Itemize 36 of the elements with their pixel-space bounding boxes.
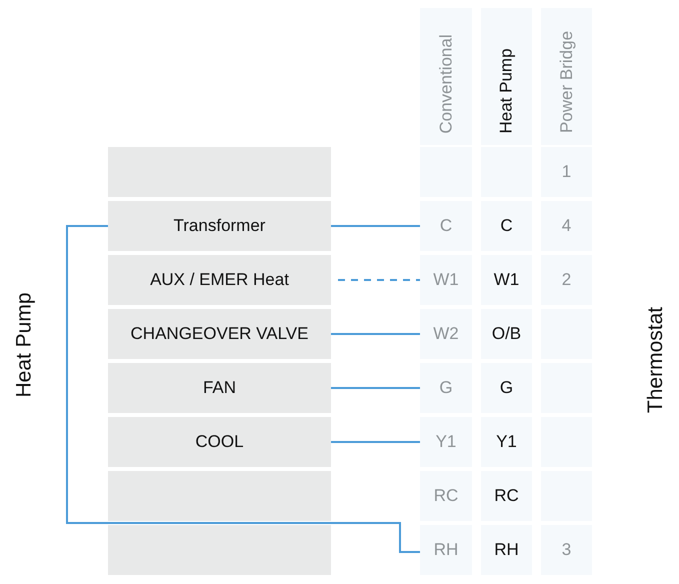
component-box [108, 471, 331, 521]
terminal-cell: 4 [541, 201, 592, 251]
component-box: COOL [108, 417, 331, 467]
wire [331, 333, 420, 335]
terminal-cell: 1 [541, 147, 592, 197]
column-header: Conventional [436, 34, 456, 134]
component-box: Transformer [108, 201, 331, 251]
column-header: Heat Pump [496, 48, 517, 134]
component-box: CHANGEOVER VALVE [108, 309, 331, 359]
terminal-cell: G [420, 363, 472, 413]
side-label: Thermostat [644, 306, 668, 414]
terminal-cell: Y1 [481, 417, 532, 467]
component-box: AUX / EMER Heat [108, 255, 331, 305]
component-box [108, 525, 331, 575]
terminal-cell: Y1 [420, 417, 472, 467]
side-label: Heat Pump [12, 292, 36, 398]
terminal-cell: RH [420, 525, 472, 575]
terminal-cell: C [481, 201, 532, 251]
terminal-cell: G [481, 363, 532, 413]
column-header: Power Bridge [556, 30, 577, 134]
terminal-cell: W2 [420, 309, 472, 359]
wire [338, 279, 420, 281]
wire [331, 387, 420, 389]
terminal-cell: C [420, 201, 472, 251]
terminal-cell: O/B [481, 309, 532, 359]
component-box: FAN [108, 363, 331, 413]
wire [66, 225, 420, 553]
wire [331, 225, 420, 227]
terminal-cell: W1 [481, 255, 532, 305]
terminal-cell: RH [481, 525, 532, 575]
terminal-cell: 2 [541, 255, 592, 305]
wire [331, 441, 420, 443]
terminal-cell: 3 [541, 525, 592, 575]
terminal-cell: W1 [420, 255, 472, 305]
terminal-cell: RC [481, 471, 532, 521]
terminal-cell: RC [420, 471, 472, 521]
